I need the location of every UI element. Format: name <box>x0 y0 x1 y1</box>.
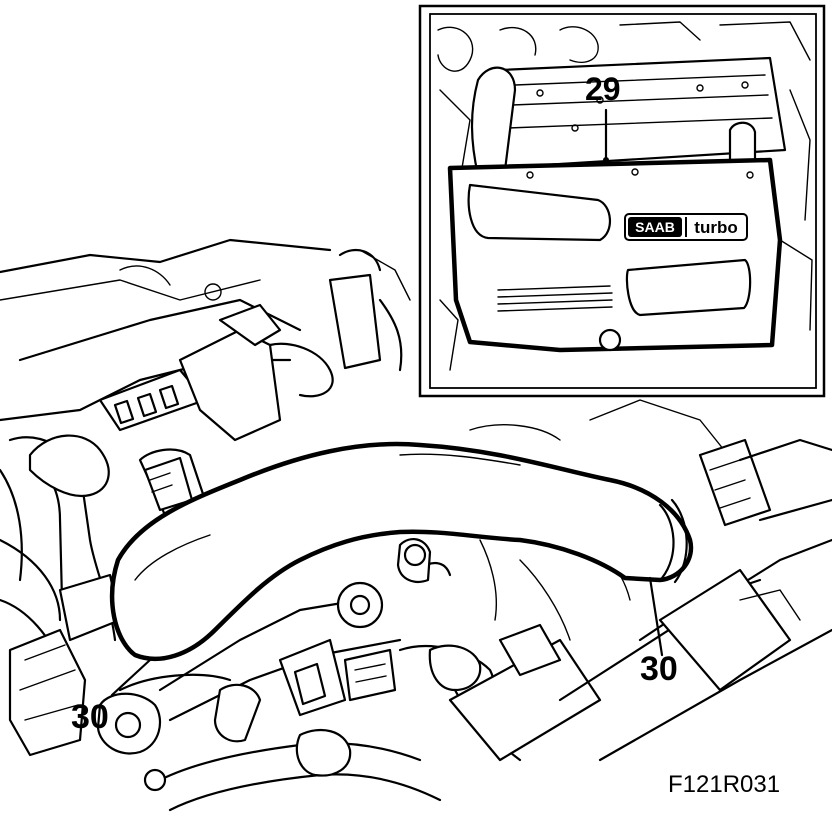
callout-30-right: 30 <box>640 650 678 688</box>
callout-30-left: 30 <box>71 698 109 736</box>
callout-29: 29 <box>585 71 621 107</box>
logo-brand: SAAB <box>635 219 675 235</box>
inset-panel: SAAB turbo <box>418 4 826 398</box>
figure-code: F121R031 <box>668 771 781 798</box>
charge-air-pipe <box>109 441 694 661</box>
leader-line-right <box>648 576 664 657</box>
leader-lines <box>110 576 664 697</box>
leader-line-left <box>110 658 152 697</box>
logo-turbo: turbo <box>694 218 737 237</box>
